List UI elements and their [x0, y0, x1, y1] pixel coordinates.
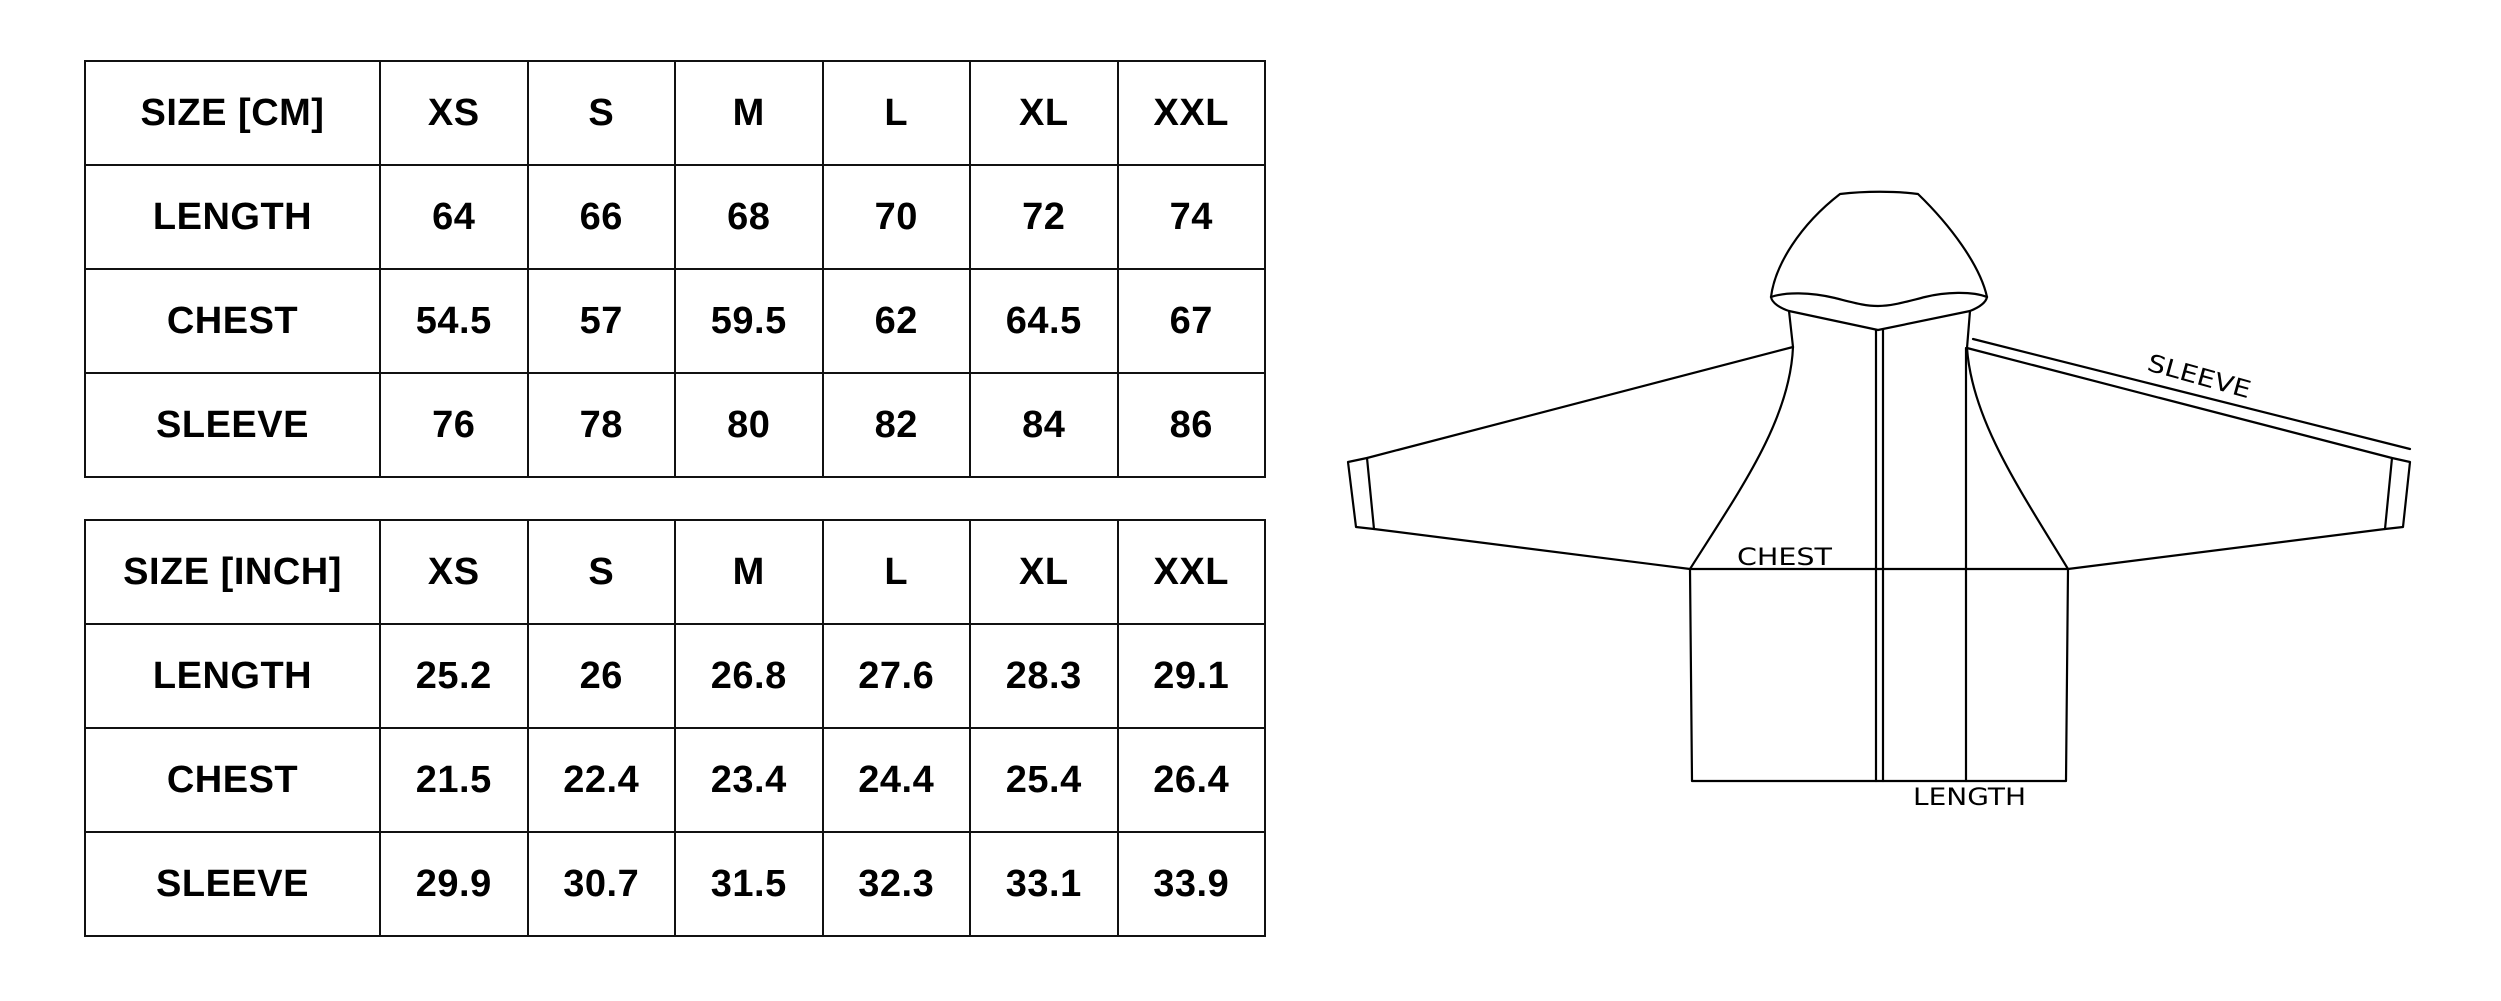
row-label: SLEEVE: [84, 831, 381, 937]
table-cell: 31.5: [674, 831, 824, 937]
length-label: LENGTH: [1913, 783, 2026, 811]
raglan-right: [1965, 346, 2070, 571]
table-cell: 54.5: [379, 268, 529, 374]
right-sleeve: [1965, 346, 2412, 571]
table-cell: 25.2: [379, 623, 529, 729]
row-label: CHEST: [84, 268, 381, 374]
left-sleeve: [1346, 345, 1795, 571]
table-cell: 82: [821, 372, 971, 478]
table-row: SLEEVE 29.9 30.7 31.5 32.3 33.1 33.9: [84, 831, 1266, 937]
table-cell: 66: [526, 164, 676, 270]
table-row: CHEST 21.5 22.4 23.4 24.4 25.4 26.4: [84, 727, 1266, 833]
table-cell: 74: [1116, 164, 1266, 270]
right-cuff-seam: [2383, 456, 2394, 531]
sleeve-label: SLEEVE: [2144, 349, 2254, 404]
table-cell: 68: [674, 164, 824, 270]
hood-rim: [1769, 291, 1989, 308]
table-cell: 26.8: [674, 623, 824, 729]
table-cell: 78: [526, 372, 676, 478]
neck-left: [1787, 309, 1795, 349]
hood-outline: [1769, 190, 1989, 299]
chest-label: CHEST: [1737, 543, 1832, 571]
table-cell: 32.3: [821, 831, 971, 937]
table-cell: 28.3: [969, 623, 1119, 729]
row-label: LENGTH: [84, 623, 381, 729]
table-cell: 33.1: [969, 831, 1119, 937]
table-cell: 86: [1116, 372, 1266, 478]
table-row: LENGTH 25.2 26 26.8 27.6 28.3 29.1: [84, 623, 1266, 729]
header-cell: SIZE [CM]: [84, 60, 381, 166]
size-table-inch: SIZE [INCH] XS S M L XL XXL LENGTH 25.2 …: [84, 519, 1266, 937]
header-cell: M: [674, 519, 824, 625]
table-cell: 57: [526, 268, 676, 374]
table-row: LENGTH 64 66 68 70 72 74: [84, 164, 1266, 270]
header-cell: XS: [379, 60, 529, 166]
table-cell: 64.5: [969, 268, 1119, 374]
sleeve-measure-line: [1971, 337, 2412, 451]
row-label: SLEEVE: [84, 372, 381, 478]
header-cell: XS: [379, 519, 529, 625]
row-label: LENGTH: [84, 164, 381, 270]
header-cell: M: [674, 60, 824, 166]
table-cell: 26: [526, 623, 676, 729]
table-cell: 84: [969, 372, 1119, 478]
table-row: SLEEVE 76 78 80 82 84 86: [84, 372, 1266, 478]
header-cell: XL: [969, 519, 1119, 625]
table-cell: 30.7: [526, 831, 676, 937]
table-cell: 72: [969, 164, 1119, 270]
size-table-cm: SIZE [CM] XS S M L XL XXL LENGTH 64 66 6…: [84, 60, 1266, 478]
header-cell: XXL: [1116, 519, 1266, 625]
table-cell: 26.4: [1116, 727, 1266, 833]
table-cell: 59.5: [674, 268, 824, 374]
table-cell: 64: [379, 164, 529, 270]
table-cell: 33.9: [1116, 831, 1266, 937]
header-cell: S: [526, 519, 676, 625]
row-label: CHEST: [84, 727, 381, 833]
header-cell: L: [821, 60, 971, 166]
header-row: SIZE [INCH] XS S M L XL XXL: [84, 519, 1266, 625]
left-cuff-seam: [1365, 456, 1376, 531]
header-cell: SIZE [INCH]: [84, 519, 381, 625]
table-cell: 80: [674, 372, 824, 478]
neck-right: [1965, 309, 1972, 350]
table-cell: 29.1: [1116, 623, 1266, 729]
header-cell: XL: [969, 60, 1119, 166]
table-cell: 25.4: [969, 727, 1119, 833]
table-cell: 27.6: [821, 623, 971, 729]
table-cell: 23.4: [674, 727, 824, 833]
body-outline: [1688, 567, 2070, 783]
table-cell: 24.4: [821, 727, 971, 833]
table-cell: 29.9: [379, 831, 529, 937]
raglan-left: [1688, 345, 1795, 571]
table-cell: 67: [1116, 268, 1266, 374]
table-cell: 76: [379, 372, 529, 478]
table-cell: 62: [821, 268, 971, 374]
hood-collar: [1769, 295, 1989, 332]
header-cell: L: [821, 519, 971, 625]
table-cell: 21.5: [379, 727, 529, 833]
table-cell: 22.4: [526, 727, 676, 833]
header-row: SIZE [CM] XS S M L XL XXL: [84, 60, 1266, 166]
header-cell: XXL: [1116, 60, 1266, 166]
header-cell: S: [526, 60, 676, 166]
table-cell: 70: [821, 164, 971, 270]
table-row: CHEST 54.5 57 59.5 62 64.5 67: [84, 268, 1266, 374]
